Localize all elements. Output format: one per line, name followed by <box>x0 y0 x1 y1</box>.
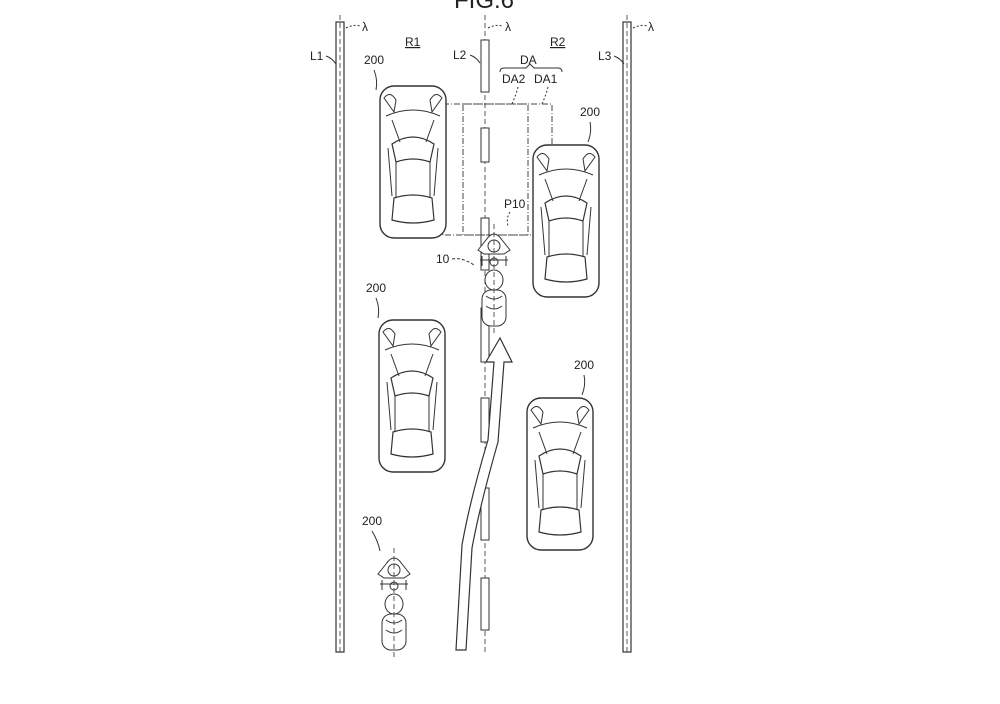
line-label-l3: L3 <box>598 49 612 63</box>
other-vehicle-car <box>532 144 600 298</box>
figure-title: FIG.6 <box>454 0 514 14</box>
lambda-label: λ <box>505 20 511 34</box>
area-label-da: DA <box>520 53 537 67</box>
area-label-da2: DA2 <box>502 72 526 86</box>
lane-line-l3 <box>622 15 632 655</box>
lane-line-l1 <box>335 15 345 655</box>
other-vehicle-label: 200 <box>366 281 386 295</box>
travel-path-arrow <box>455 336 513 651</box>
other-vehicle-label: 200 <box>364 53 384 67</box>
line-label-l1: L1 <box>310 49 324 63</box>
other-vehicle-label: 200 <box>362 514 382 528</box>
lane-line-l2 <box>480 15 490 655</box>
lambda-label: λ <box>648 20 654 34</box>
line-label-l2: L2 <box>453 48 467 62</box>
ego-vehicle-label: 10 <box>436 252 450 266</box>
other-vehicle-car <box>526 397 594 551</box>
labels: λ λ λ R1 R2 L1 L2 L3 DA DA2 DA1 P10 10 2… <box>310 20 654 552</box>
other-vehicle-car <box>379 85 447 239</box>
lane-label-r1: R1 <box>405 35 421 49</box>
lane-label-r2: R2 <box>550 35 566 49</box>
other-vehicle-car <box>378 319 446 473</box>
other-vehicle-label: 200 <box>580 105 600 119</box>
area-label-da1: DA1 <box>534 72 558 86</box>
lambda-label: λ <box>362 20 368 34</box>
other-vehicle-motorcycle <box>377 547 411 661</box>
other-vehicle-label: 200 <box>574 358 594 372</box>
point-label-p10: P10 <box>504 197 526 211</box>
